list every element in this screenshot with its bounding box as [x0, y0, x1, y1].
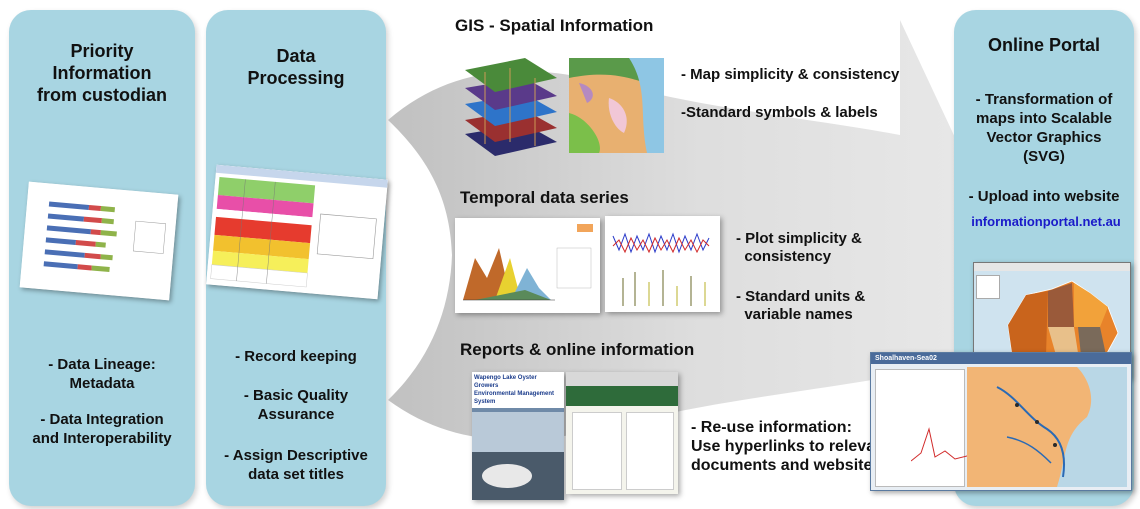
website-screenshot-thumbnail [566, 372, 678, 494]
temporal-heading: Temporal data series [460, 188, 629, 207]
area-chart-thumbnail [455, 218, 600, 313]
gis-map-thumbnail [569, 58, 664, 153]
gis-heading: GIS - Spatial Information [455, 16, 654, 35]
temporal-point-plot-simplicity: - Plot simplicity & consistency [736, 230, 862, 265]
gis-point-map-simplicity: - Map simplicity & consistency [681, 66, 900, 83]
portal-item-svg: - Transformation of maps into Scalable V… [975, 91, 1113, 165]
shoalhaven-window-title: Shoalhaven-Sea02 [871, 353, 1131, 364]
reports-point-reuse: - Re-use information: Use hyperlinks to … [691, 419, 891, 474]
gis-point-standard-symbols: -Standard symbols & labels [681, 104, 878, 121]
processing-item-record: - Record keeping [235, 348, 357, 365]
report-cover-thumbnail: Wapengo Lake Oyster Growers Environmenta… [472, 372, 564, 500]
custodian-item-integration: - Data Integration and Interoperability [32, 411, 172, 447]
custodian-item-lineage: - Data Lineage: Metadata [48, 356, 156, 392]
portal-website-link[interactable]: informationportal.net.au [971, 214, 1121, 229]
priority-chart-thumbnail [19, 181, 179, 301]
processing-item-quality: - Basic Quality Assurance [243, 387, 349, 423]
processing-item-titles: - Assign Descriptive data set titles [224, 447, 368, 483]
gis-layer-stack-thumbnail [465, 58, 557, 156]
temporal-point-standard-units: - Standard units & variable names [736, 288, 866, 323]
data-processing-title: Data Processing [247, 46, 345, 88]
portal-title: Online Portal [987, 35, 1101, 55]
reports-heading: Reports & online information [460, 340, 695, 359]
spreadsheet-thumbnail [206, 164, 388, 300]
portal-item-upload: - Upload into website [968, 188, 1120, 205]
shoalhaven-map-window: Shoalhaven-Sea02 [870, 352, 1132, 491]
time-series-thumbnail [605, 216, 720, 312]
report-cover-title: Wapengo Lake Oyster Growers Environmenta… [472, 372, 564, 408]
custodian-title: Priority Information from custodian [36, 41, 167, 105]
